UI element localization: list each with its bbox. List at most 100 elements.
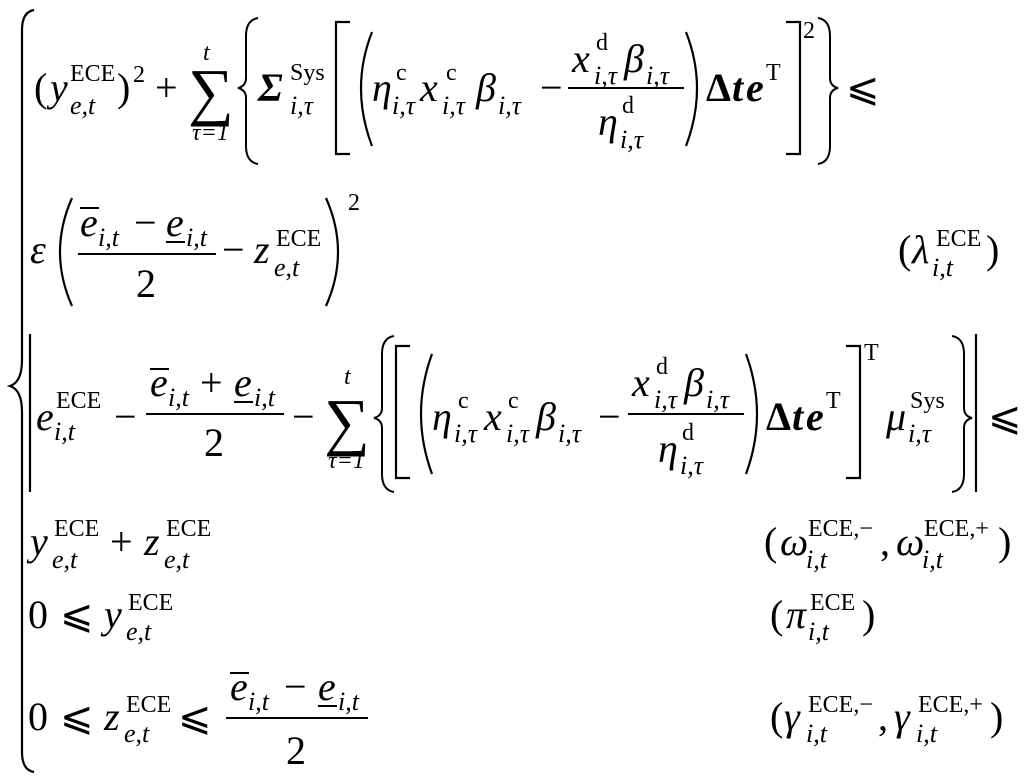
sub-it: i,t <box>808 617 830 646</box>
symbol-eta: η <box>598 99 618 144</box>
left-paren-row1 <box>359 31 374 147</box>
denominator-2: 2 <box>286 728 306 773</box>
left-curly-brace <box>6 8 35 774</box>
sum-lower: τ=1 <box>328 448 365 474</box>
row-1-fraction: x d i,τ β i,τ η d i,τ <box>568 30 684 154</box>
sub-it: i,t <box>168 383 190 412</box>
sup-d: d <box>656 354 668 380</box>
right-bracket-row1 <box>786 20 802 156</box>
sum-upper: t <box>203 40 211 66</box>
right-paren-row2 <box>324 197 340 307</box>
sub-it: i,t <box>806 719 828 748</box>
power-2: 2 <box>803 18 815 44</box>
sum-upper: t <box>344 364 352 390</box>
sup-T: T <box>766 60 781 86</box>
denominator-2: 2 <box>204 420 224 465</box>
symbol-y: y <box>26 519 48 564</box>
sub-it: i,t <box>54 417 76 446</box>
symbol-epsilon: ε <box>30 227 46 272</box>
sub-itau: i,τ <box>646 61 671 90</box>
sup-ECE-minus: ECE,− <box>808 692 873 718</box>
right-brace-row1 <box>817 17 839 165</box>
symbol-gamma: γ <box>894 694 911 739</box>
sub-et: e,t <box>124 719 150 748</box>
plus: + <box>200 360 223 405</box>
sup-c: c <box>508 388 519 414</box>
symbol-e: e <box>746 65 764 110</box>
symbol-eta: η <box>432 394 452 439</box>
symbol-e-lower: e <box>234 360 252 405</box>
rparen: ) <box>986 227 999 272</box>
minus: − <box>292 394 315 439</box>
symbol-mu: μ <box>885 394 906 439</box>
sup-c: c <box>458 388 469 414</box>
symbol-e-lower: e <box>166 200 184 245</box>
symbol-pi: π <box>786 592 807 637</box>
sub-et: e,t <box>52 545 78 574</box>
symbol-t: t <box>792 394 805 439</box>
comma: , <box>880 519 890 564</box>
sum-symbol: ∑ <box>324 386 370 457</box>
tag-gamma: ( γ ECE,− i,t , γ ECE,+ i,t ) <box>770 692 1003 748</box>
symbol-Sigma: Σ <box>257 65 283 110</box>
sub-itau: i,τ <box>908 419 933 448</box>
row-6-fraction: e i,t − e i,t 2 <box>226 664 368 773</box>
symbol-x: x <box>483 394 502 439</box>
symbol-x: x <box>419 65 438 110</box>
plus: + <box>155 65 178 110</box>
lparen: ( <box>770 694 783 739</box>
left-bracket-row1 <box>334 20 350 156</box>
sub-it: i,t <box>98 223 120 252</box>
lparen: ( <box>34 65 47 110</box>
tag-omega: ( ω ECE,− i,t , ω ECE,+ i,t ) <box>764 516 1011 574</box>
row-1-delta-term: Δ t e T <box>706 60 781 110</box>
sub-et: e,t <box>126 617 152 646</box>
zero: 0 <box>28 592 48 637</box>
sub-itau: i,τ <box>442 91 467 120</box>
sub-itau: i,τ <box>558 419 583 448</box>
row-3-fraction-inner: x d i,τ β i,τ η d i,τ <box>628 354 744 480</box>
symbol-e-upper: e <box>150 360 168 405</box>
row-3-fraction: e i,t + e i,t 2 <box>146 360 284 465</box>
sub-itau: i,τ <box>506 419 531 448</box>
sub-itau: i,τ <box>620 125 645 154</box>
zero: 0 <box>28 694 48 739</box>
symbol-t: t <box>732 65 745 110</box>
sup-d: d <box>622 93 634 119</box>
row-1-eta-term: η c i,τ x c i,τ β i,τ − <box>372 60 563 120</box>
leq: ⩽ <box>846 65 880 110</box>
right-paren-row1 <box>684 31 699 147</box>
row-6-lhs: 0 ⩽ z ECE e,t ⩽ <box>28 692 212 748</box>
rparen: ) <box>990 694 1003 739</box>
row-3-delta-term: Δ t e T <box>766 388 841 439</box>
row-2-fraction: e i,t − e i,t 2 <box>78 200 216 306</box>
symbol-y: y <box>46 65 68 110</box>
sup-ECE: ECE <box>166 516 211 542</box>
symbol-omega: ω <box>780 519 808 564</box>
sum-lower: τ=1 <box>192 120 229 146</box>
sup-d: d <box>596 30 608 56</box>
symbol-gamma: γ <box>784 694 801 739</box>
sup-Sys: Sys <box>290 60 325 86</box>
left-brace-row3 <box>373 335 395 493</box>
sup-ECE: ECE <box>126 692 171 718</box>
row-3-mu: μ Sys i,τ <box>885 388 945 448</box>
sub-itau: i,τ <box>454 419 479 448</box>
row-3-summation: t ∑ τ=1 <box>324 364 370 474</box>
sub-et: e,t <box>274 253 300 282</box>
tag-pi: ( π ECE i,t ) <box>770 590 875 646</box>
symbol-eta: η <box>658 426 678 471</box>
sub-it: i,t <box>186 223 208 252</box>
sup-T: T <box>826 388 841 414</box>
sub-itau: i,τ <box>706 385 731 414</box>
sub-et: e,t <box>164 545 190 574</box>
symbol-x: x <box>571 36 590 81</box>
minus: − <box>222 227 245 272</box>
sup-ECE: ECE <box>54 516 99 542</box>
rparen: ) <box>862 592 875 637</box>
symbol-beta: β <box>683 360 704 405</box>
left-bracket-row3-outer <box>394 344 410 480</box>
row-1-sigma: Σ Sys i,τ <box>257 60 325 120</box>
sub-it: i,t <box>338 687 360 716</box>
